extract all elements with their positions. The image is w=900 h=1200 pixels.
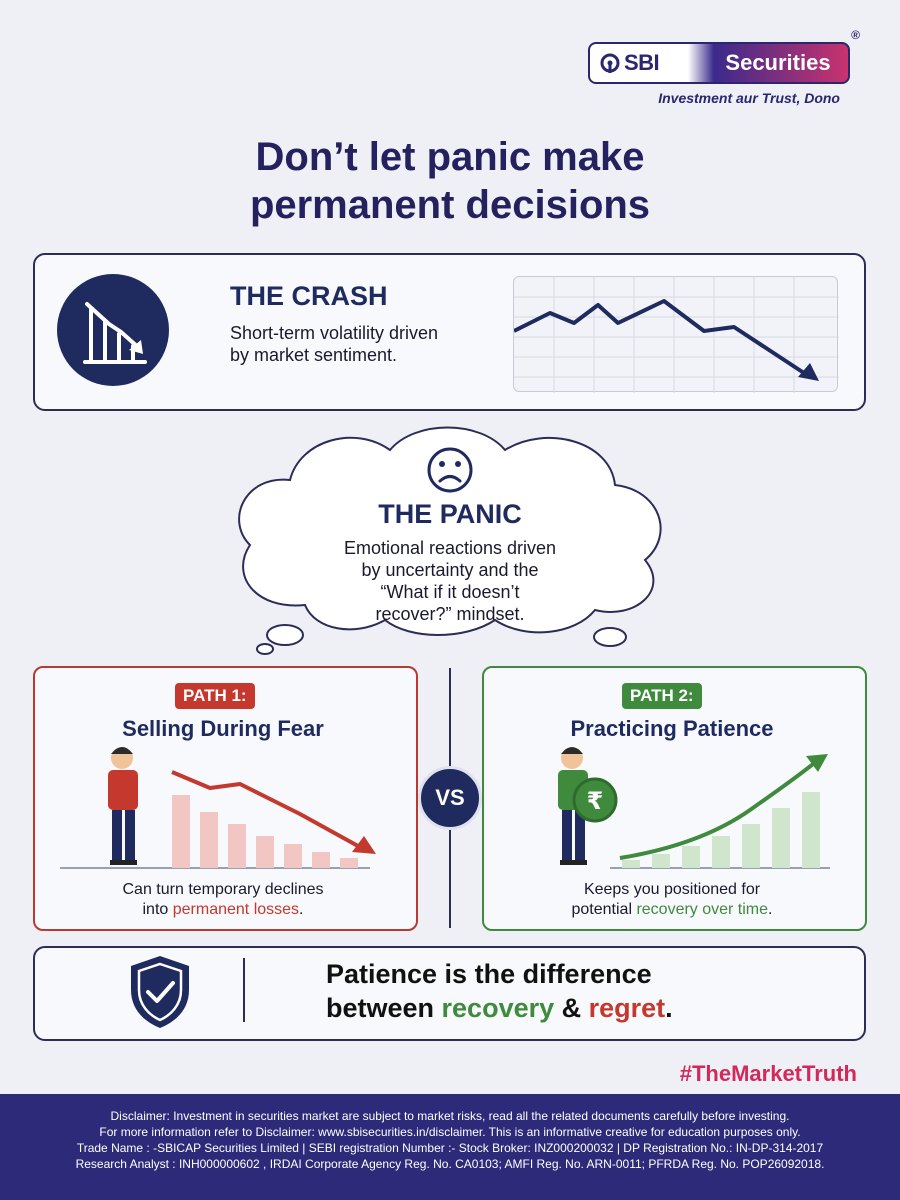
path1-illustration (60, 747, 376, 869)
path1-desc-line: into permanent losses. (33, 900, 413, 920)
disclaimer-line: Trade Name : -SBICAP Securities Limited … (76, 1141, 824, 1155)
vs-badge: VS (418, 766, 482, 830)
shield-check-icon (131, 956, 189, 1028)
crash-description: Short-term volatility driven by market s… (230, 323, 439, 365)
thought-cloud (238, 426, 662, 655)
path2-badge: PATH 2: (622, 683, 702, 709)
patience-recovery-word: recovery (441, 993, 555, 1023)
patience-regret-word: regret (588, 993, 666, 1023)
patience-suffix: . (665, 993, 673, 1023)
path1-desc-suffix: . (299, 901, 304, 918)
disclaimer-line: For more information refer to Disclaimer… (99, 1125, 801, 1139)
panic-title: THE PANIC (378, 499, 522, 529)
patience-line-2: between recovery & regret. (326, 991, 826, 1025)
patience-ampersand: & (554, 993, 589, 1023)
panic-desc-line: by uncertainty and the (361, 560, 539, 580)
svg-text:₹: ₹ (587, 787, 604, 815)
brand-logo: SBI Securities ® Investment aur Trust, D… (588, 28, 860, 106)
panic-desc-line: “What if it doesn’t (380, 582, 520, 602)
panic-desc-line: recover?” mindset. (375, 604, 525, 624)
path2-description: Keeps you positioned for potential recov… (482, 880, 862, 920)
logo-box: SBI Securities (588, 42, 850, 84)
logo-securities-text: Securities (725, 50, 831, 75)
title-line-2: permanent decisions (249, 183, 651, 227)
patience-separator (243, 958, 245, 1022)
path1-desc-prefix: into (142, 901, 173, 918)
path2-title: Practicing Patience (570, 716, 774, 741)
disclaimer-line: Research Analyst : INH000000602 , IRDAI … (75, 1157, 825, 1171)
logo-sbi-part: SBI (590, 44, 700, 82)
patience-prefix: between (326, 993, 442, 1023)
path2-desc-suffix: . (768, 901, 773, 918)
path2-desc-line: potential recovery over time. (482, 900, 862, 920)
crash-line-chart (513, 276, 839, 393)
brand-tagline: Investment aur Trust, Dono (658, 90, 840, 106)
sbi-keyhole-icon (600, 53, 620, 73)
logo-sbi-text: SBI (624, 50, 660, 75)
title-line-1: Don’t let panic make (255, 135, 645, 179)
path2-illustration: ₹ (558, 747, 830, 869)
panic-desc-line: Emotional reactions driven (343, 538, 557, 558)
patience-line-1: Patience is the difference (326, 959, 652, 989)
path2-desc-line: Keeps you positioned for (583, 881, 761, 898)
panic-description: Emotional reactions driven by uncertaint… (300, 537, 600, 625)
falling-chart-icon (83, 302, 147, 364)
path1-card (33, 666, 418, 931)
disclaimer-footer: Disclaimer: Investment in securities mar… (0, 1094, 900, 1200)
registered-mark: ® (851, 28, 860, 42)
page-title: Don’t let panic make permanent decisions (150, 133, 750, 229)
path1-desc-highlight: permanent losses (172, 901, 300, 918)
crash-chart-graphic (513, 277, 839, 393)
disclaimer-line: Disclaimer: Investment in securities mar… (110, 1109, 790, 1123)
path2-desc-prefix: potential (571, 901, 637, 918)
path1-description: Can turn temporary declines into permane… (33, 880, 413, 920)
path2-desc-highlight: recovery over time (636, 901, 769, 918)
rupee-coin-icon: ₹ (572, 777, 618, 823)
crash-icon-badge (57, 274, 169, 386)
sad-face-icon (427, 447, 473, 493)
path1-desc-line: Can turn temporary declines (122, 881, 324, 898)
path1-badge: PATH 1: (175, 683, 255, 709)
hashtag: #TheMarketTruth (679, 1061, 857, 1086)
patience-statement: Patience is the difference between recov… (326, 957, 826, 1025)
path1-title: Selling During Fear (122, 716, 324, 741)
crash-title: THE CRASH (230, 281, 388, 311)
worried-person-icon (108, 747, 138, 865)
